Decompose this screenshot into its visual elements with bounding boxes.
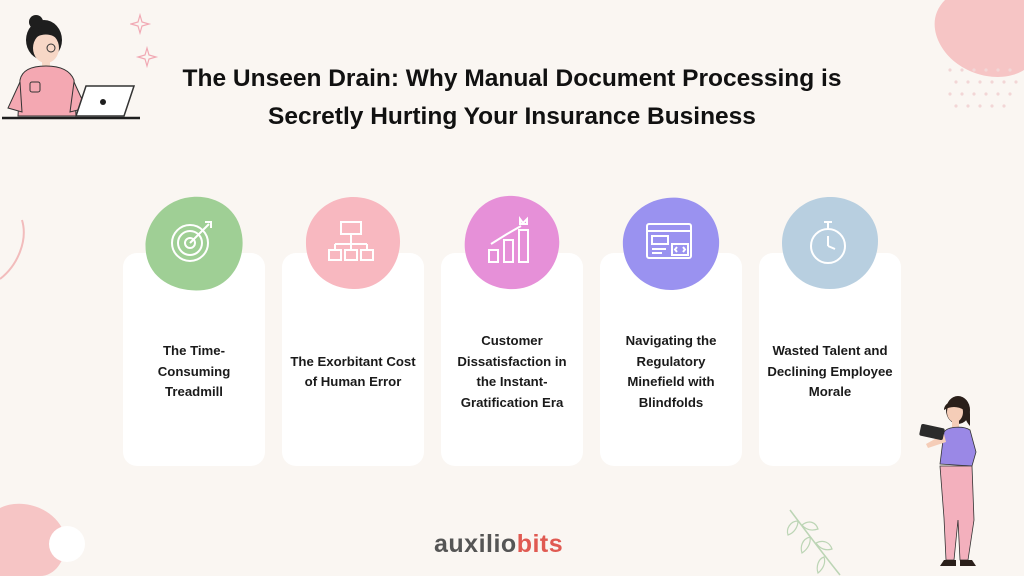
card-icon-blob: [462, 195, 562, 291]
pink-blob-bottom-left: [0, 503, 85, 576]
dots-pattern-right: [948, 68, 1018, 108]
org-chart-icon: [328, 216, 374, 268]
woman-laptop-illustration: [2, 15, 140, 120]
woman-tablet-illustration: [919, 396, 977, 566]
card-label: Navigating the Regulatory Minefield with…: [625, 333, 717, 410]
card-cost-of-error: The Exorbitant Cost of Human Error: [282, 253, 424, 466]
card-label: The Time-Consuming Treadmill: [157, 343, 231, 400]
card-label: The Exorbitant Cost of Human Error: [290, 353, 416, 390]
card-icon-blob: [621, 195, 721, 291]
curve-line-left: [0, 219, 25, 280]
page-title-line-1: The Unseen Drain: Why Manual Document Pr…: [182, 65, 842, 92]
leaf-branch-icon: [786, 509, 841, 576]
brand-logo-part-2: bits: [516, 530, 564, 558]
growth-chart-icon: [487, 216, 533, 268]
page-title-line-2: Secretly Hurting Your Insurance Business: [268, 103, 756, 130]
brand-logo-part-1: auxilio: [434, 530, 517, 558]
sparkle-icon: [130, 12, 159, 69]
page-title: The Unseen Drain: Why Manual Document Pr…: [120, 60, 904, 136]
card-label: Customer Dissatisfaction in the Instant-…: [457, 333, 567, 410]
target-icon: [169, 216, 215, 268]
card-icon-blob: [780, 195, 880, 291]
card-label: Wasted Talent and Declining Employee Mor…: [767, 343, 893, 400]
browser-code-icon: [646, 216, 692, 268]
pink-blob-top-right: [934, 0, 1024, 77]
stopwatch-icon: [805, 216, 851, 268]
card-wasted-talent: Wasted Talent and Declining Employee Mor…: [759, 253, 901, 466]
brand-logo: auxiliobits: [434, 530, 563, 559]
